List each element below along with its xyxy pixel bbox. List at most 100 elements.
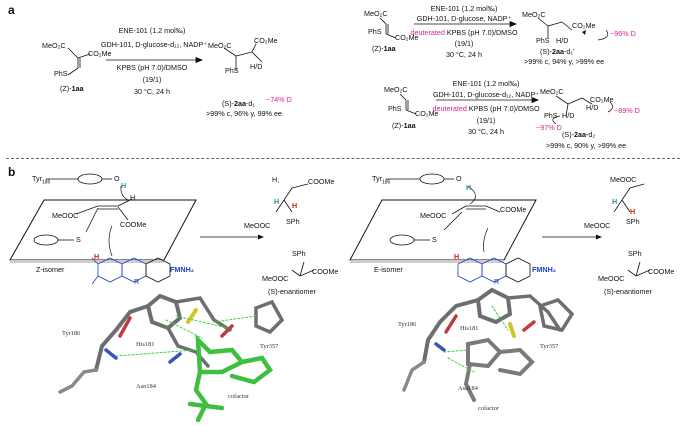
left-prod-dpercent: ~74% D (266, 95, 292, 104)
rt-sub-ester2: CO₂Me (395, 33, 419, 42)
rb-prod-dpercent1: ~97% D (536, 123, 562, 132)
b-right-h-teal: H (466, 183, 472, 192)
rt-cond-enzyme: ENE-101 (1.2 mol‰) (430, 4, 498, 13)
panel-a-label: a (8, 3, 15, 17)
left-res-his181: His181 (136, 341, 155, 348)
b-right-prod-top: MeOOC (610, 175, 637, 184)
rt-cond-temp: 30 °C, 24 h (445, 50, 483, 59)
rb-cond-system: GDH-101, D-glucose-d₁₂, NADP⁺ (432, 90, 540, 99)
b-right-meooc2: MeOOC (598, 274, 625, 283)
b-right-ester-right: COOMe (500, 205, 527, 214)
left-sub-sph: PhS (54, 69, 68, 78)
panel-b-label: b (8, 165, 16, 179)
b-left-prod-top: H, (272, 175, 280, 184)
left-prod-ester2: CO₂Me (254, 36, 278, 45)
left-res-tyr186: Tyr186 (62, 330, 81, 337)
b-left-prod-h-red: H (292, 201, 298, 210)
rb-sub-ester1: MeO₂C (384, 85, 408, 94)
b-left-h-alkene: H (130, 193, 136, 202)
b-right-tyr: Tyr186 (372, 174, 391, 186)
rb-sub-ester2: CO₂Me (415, 109, 439, 118)
b-left-enantiomer: (S)-enantiomer (268, 287, 316, 296)
rt-prod-sph: PhS (536, 36, 550, 45)
b-right-enantiomer: (S)-enantiomer (604, 287, 652, 296)
b-right-hn: H (454, 252, 460, 261)
right-res-cofactor: cofactor (478, 405, 499, 412)
b-right-prod-sph: SPh (626, 217, 640, 226)
b-right-isomer: E-isomer (374, 265, 403, 274)
rb-prod-ester2: CO₂Me (590, 95, 614, 104)
b-right-fmn: FMNH₂ (532, 265, 556, 274)
rt-sub-ester1: MeO₂C (364, 9, 388, 18)
rb-prod-name: (S)-2aa-d₂ (562, 130, 596, 139)
b-right-prod-meooc: MeOOC (584, 221, 611, 230)
rb-prod-hd1: H/D (562, 111, 575, 120)
rb-prod-hd2: H/D (586, 103, 599, 112)
left-prod-yield: >99% c, 96% y, 99% ee (206, 109, 282, 118)
rt-cond-buffer: deuterated KPBS (pH 7.0)/DMSO (410, 28, 518, 37)
b-left-isomer: Z-isomer (36, 265, 65, 274)
right-res-asn184: Asn184 (458, 385, 478, 392)
left-sub-name: (Z)-1aa (60, 84, 84, 93)
b-right-s: S (432, 235, 437, 244)
b-left-hn: H (94, 252, 100, 261)
left-res-asn184: Asn184 (136, 383, 156, 390)
b-left-tyr: Tyr186 (32, 174, 51, 186)
b-left-s: S (76, 235, 81, 244)
b-right-sph2: SPh (628, 249, 642, 258)
left-sub-ester2: CO₂Me (88, 49, 112, 58)
b-left-meooc2: MeOOC (262, 274, 289, 283)
rb-cond-ratio: (19/1) (476, 116, 496, 125)
b-left-fmn: FMNH₂ (170, 265, 194, 274)
rb-prod-ester1: MeO₂C (540, 87, 564, 96)
b-left-r: R (134, 277, 140, 286)
b-left-prod-sph: SPh (286, 217, 300, 226)
left-cond-buffer: KPBS (pH 7.0)/DMSO (116, 63, 188, 72)
rt-cond-ratio: (19/1) (454, 39, 474, 48)
b-right-prod-h-teal: H (612, 197, 618, 206)
b-left-h-teal: H (121, 181, 127, 190)
rt-prod-hd: H/D (556, 36, 569, 45)
rt-prod-dpercent: ~96% D (610, 29, 636, 38)
panel-divider (6, 158, 680, 159)
rb-prod-yield: >99% c, 90% y, >99% ee (546, 141, 627, 150)
left-sub-ester1: MeO₂C (42, 41, 66, 50)
b-left-coome2: COOMe (312, 267, 339, 276)
rt-prod-name: (S)-2aa-d₁' (540, 47, 575, 56)
rb-prod-sph: PhS (544, 111, 558, 120)
rt-sub-name: (Z)-1aa (372, 44, 396, 53)
b-left-ester-left: MeOOC (52, 211, 79, 220)
rt-prod-ester2: CO₂Me (572, 21, 596, 30)
b-left-ester-right: COOMe (120, 220, 147, 229)
b-left-prod-h-teal: H (274, 197, 280, 206)
b-left-prod-meooc: MeOOC (244, 221, 271, 230)
b-right-o: O (456, 174, 462, 183)
left-prod-ester1: MeO₂C (208, 41, 232, 50)
b-left-sph2: SPh (292, 249, 306, 258)
rb-cond-temp: 30 °C, 24 h (467, 127, 505, 136)
rt-sub-sph: PhS (368, 27, 382, 36)
rb-sub-name: (Z)-1aa (392, 121, 416, 130)
left-prod-name: (S)-2aa-d₁ (222, 99, 255, 108)
left-cond-enzyme: ENE-101 (1.2 mol‰) (118, 26, 186, 35)
rt-cond-system: GDH-101, D-glucose, NADP⁺ (416, 14, 512, 23)
rt-prod-ester1: MeO₂C (522, 10, 546, 19)
left-prod-sph: PhS (225, 66, 239, 75)
left-cond-ratio: (19/1) (142, 75, 162, 84)
b-left-prod-top-ester: COOMe (308, 177, 335, 186)
left-res-cofactor: cofactor (228, 393, 249, 400)
b-right-r: R (494, 277, 500, 286)
rb-cond-enzyme: ENE-101 (1.2 mol‰) (452, 79, 520, 88)
right-res-his181: His181 (460, 325, 479, 332)
right-res-tyr186: Tyr186 (398, 321, 417, 328)
rt-prod-yield: >99% c, 94% y, >99% ee (524, 57, 605, 66)
left-cond-temp: 30 °C, 24 h (133, 87, 171, 96)
b-right-ester-left: MeOOC (420, 211, 447, 220)
b-right-prod-h-red: H (630, 207, 636, 216)
